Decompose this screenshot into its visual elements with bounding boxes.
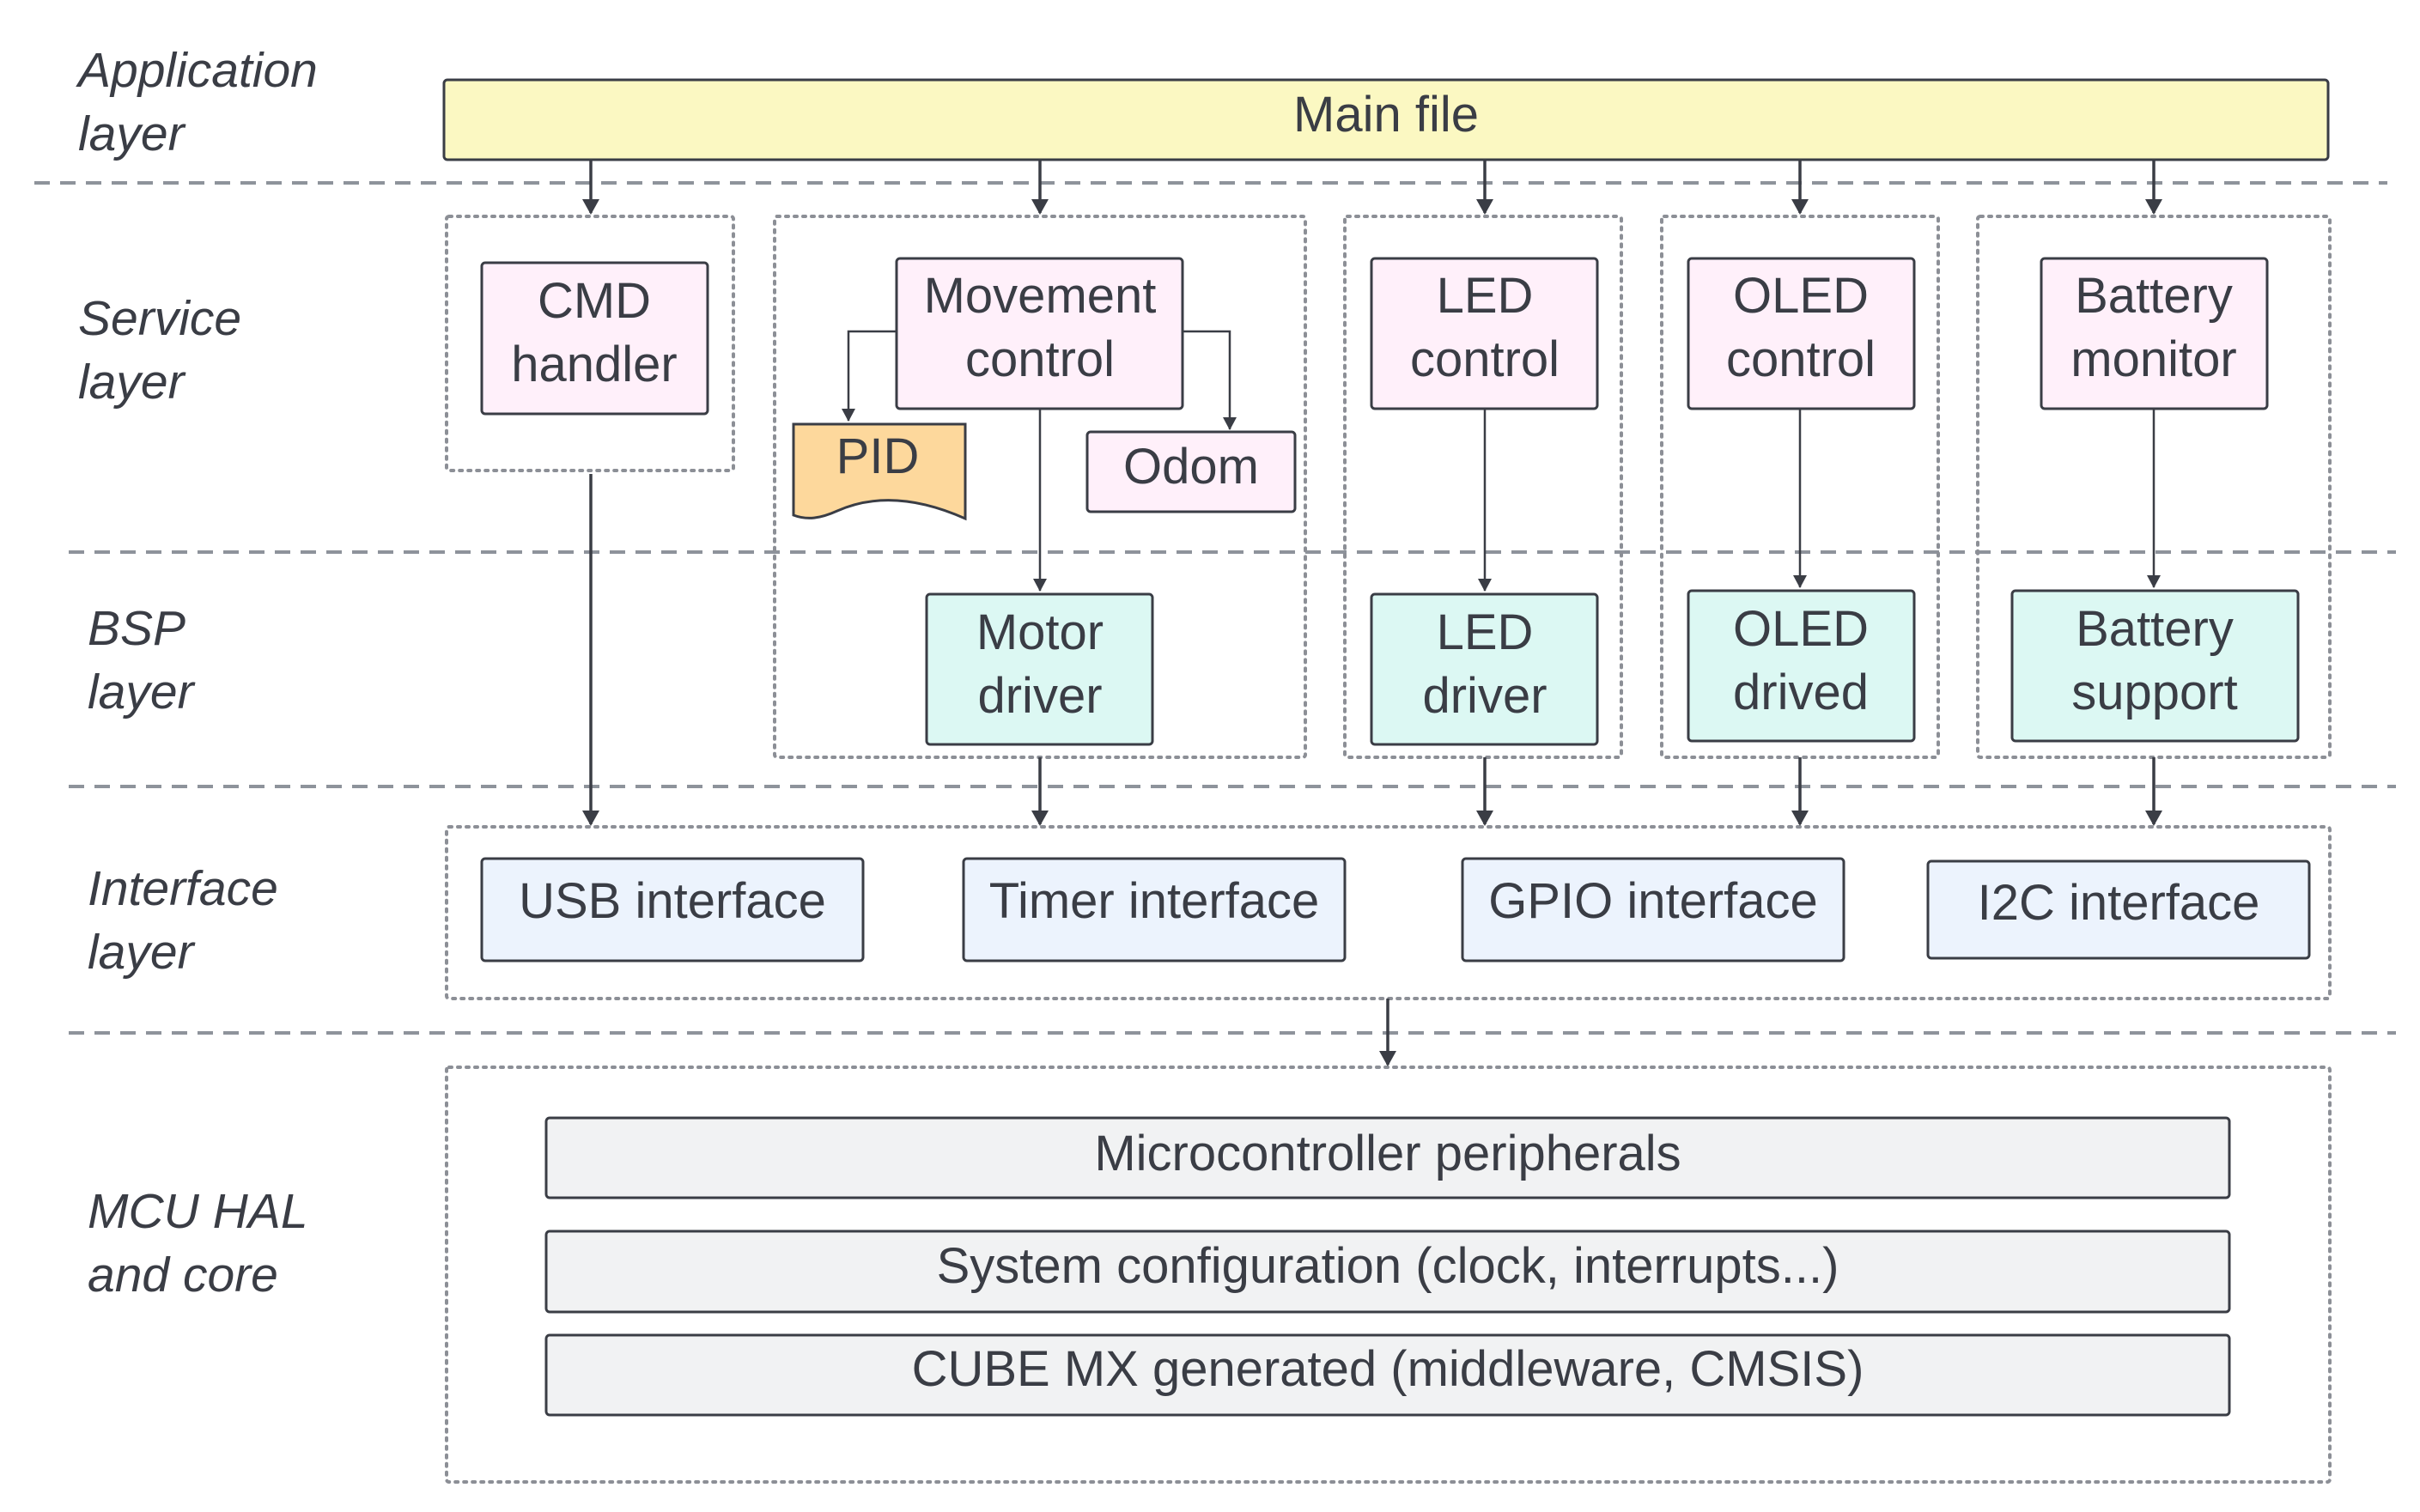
movement-control-label: control xyxy=(965,331,1115,387)
oled-driver-box[interactable]: OLED drived xyxy=(1687,589,1916,743)
led-control-label: control xyxy=(1410,331,1560,387)
timer-interface-box[interactable]: Timer interface xyxy=(962,857,1347,962)
usb-interface-label: USB interface xyxy=(519,873,826,929)
motor-driver-box[interactable]: Motor driver xyxy=(925,592,1154,746)
edge-movement-odom xyxy=(1183,330,1237,430)
group-led xyxy=(1343,215,1623,759)
led-driver-box[interactable]: LED driver xyxy=(1370,592,1599,746)
main-file-box[interactable]: Main file xyxy=(442,78,2330,161)
layer-label-line: layer xyxy=(78,106,186,161)
layer-label-application: Application layer xyxy=(76,43,318,161)
cmd-handler-box[interactable]: CMD handler xyxy=(480,261,709,416)
gpio-interface-label: GPIO interface xyxy=(1488,873,1818,929)
system-configuration-label: System configuration (clock, interrupts.… xyxy=(937,1238,1839,1294)
cube-mx-label: CUBE MX generated (middleware, CMSIS) xyxy=(912,1341,1864,1397)
layer-label-line: MCU HAL xyxy=(88,1184,308,1239)
pid-label: PID xyxy=(836,428,920,484)
battery-support-label: Battery xyxy=(2076,601,2234,657)
battery-support-label: support xyxy=(2071,665,2237,720)
motor-driver-label: driver xyxy=(977,668,1102,724)
microcontroller-peripherals-box[interactable]: Microcontroller peripherals xyxy=(544,1116,2231,1199)
oled-driver-label: drived xyxy=(1733,665,1869,720)
system-configuration-box[interactable]: System configuration (clock, interrupts.… xyxy=(544,1230,2231,1314)
battery-monitor-label: Battery xyxy=(2075,268,2233,324)
layer-label-line: Service xyxy=(78,291,241,346)
group-cmd xyxy=(445,215,735,472)
layer-label-service: Service layer xyxy=(78,291,241,410)
main-file-label: Main file xyxy=(1293,87,1479,143)
battery-monitor-box[interactable]: Battery monitor xyxy=(2040,257,2269,410)
layer-label-line: and core xyxy=(88,1248,278,1303)
timer-interface-label: Timer interface xyxy=(989,873,1320,929)
odom-box[interactable]: Odom xyxy=(1085,430,1297,513)
cube-mx-box[interactable]: CUBE MX generated (middleware, CMSIS) xyxy=(544,1333,2231,1417)
battery-monitor-label: monitor xyxy=(2070,331,2236,387)
cmd-handler-label: handler xyxy=(511,337,677,392)
battery-support-box[interactable]: Battery support xyxy=(2010,589,2300,743)
usb-interface-box[interactable]: USB interface xyxy=(480,857,865,962)
layer-label-line: layer xyxy=(78,355,186,410)
layer-label-line: layer xyxy=(88,925,196,980)
group-hal xyxy=(445,1066,2332,1484)
edge-movement-pid xyxy=(842,330,897,422)
led-driver-label: LED xyxy=(1437,604,1534,660)
movement-control-box[interactable]: Movement control xyxy=(895,257,1184,410)
layer-label-line: BSP xyxy=(88,601,185,656)
layer-label-interface: Interface layer xyxy=(88,861,278,980)
group-oled xyxy=(1660,215,1940,759)
i2c-interface-box[interactable]: I2C interface xyxy=(1926,859,2311,960)
cmd-handler-label: CMD xyxy=(538,273,651,329)
i2c-interface-label: I2C interface xyxy=(1978,875,2260,931)
led-control-label: LED xyxy=(1437,268,1534,324)
layer-label-line: Interface xyxy=(88,861,278,916)
layer-label-line: Application xyxy=(76,43,318,98)
layer-label-mcu: MCU HAL and core xyxy=(88,1184,308,1303)
oled-control-label: control xyxy=(1726,331,1876,387)
gpio-interface-box[interactable]: GPIO interface xyxy=(1461,857,1845,962)
movement-control-label: Movement xyxy=(924,268,1157,324)
led-control-box[interactable]: LED control xyxy=(1370,257,1599,410)
pid-box[interactable]: PID xyxy=(792,422,967,521)
microcontroller-peripherals-label: Microcontroller peripherals xyxy=(1094,1126,1681,1181)
motor-driver-label: Motor xyxy=(976,604,1104,660)
odom-label: Odom xyxy=(1123,439,1259,495)
layer-label-bsp: BSP layer xyxy=(88,601,196,720)
oled-control-box[interactable]: OLED control xyxy=(1687,257,1916,410)
oled-control-label: OLED xyxy=(1733,268,1869,324)
oled-driver-label: OLED xyxy=(1733,601,1869,657)
layer-label-line: layer xyxy=(88,665,196,720)
led-driver-label: driver xyxy=(1422,668,1547,724)
